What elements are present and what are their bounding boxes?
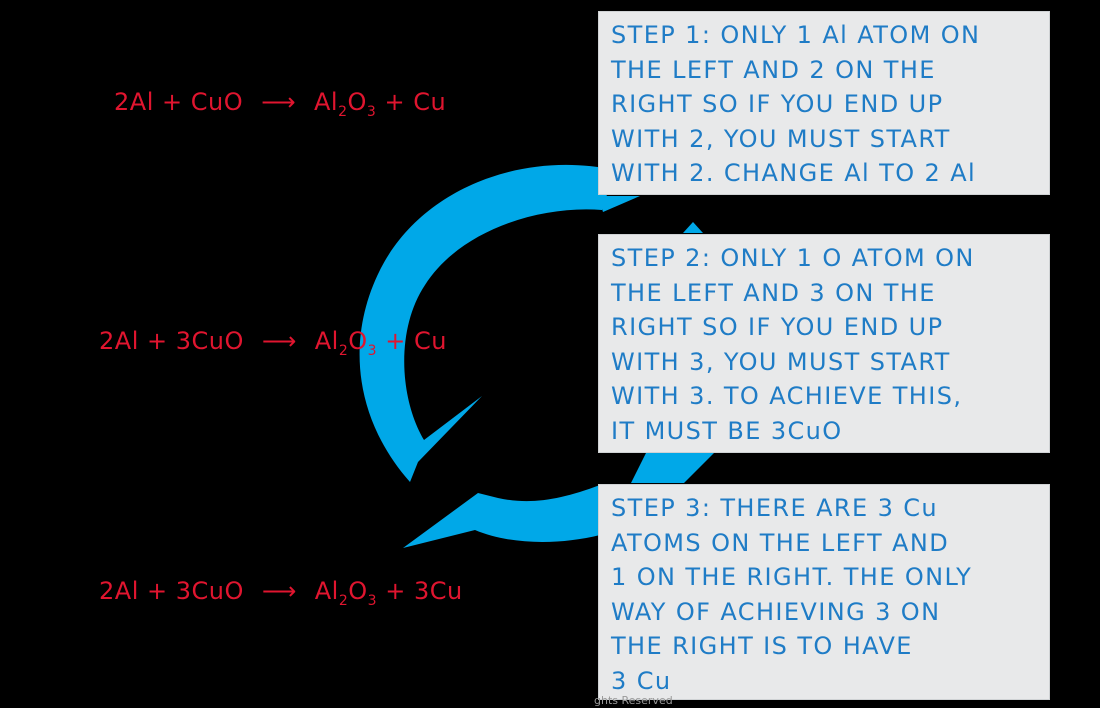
step-2-line: WITH 3. TO ACHIEVE THIS,	[611, 382, 963, 410]
step-3-line: THE RIGHT IS TO HAVE	[611, 632, 913, 660]
step-2-box: STEP 2: ONLY 1 O ATOM ON THE LEFT AND 3 …	[598, 234, 1050, 453]
equation-1: 2Al + CuO⟶Al2O3 + Cu	[114, 88, 447, 120]
equation-1-products-rest: + Cu	[376, 88, 447, 116]
reaction-arrow-icon: ⟶	[261, 577, 297, 605]
step-1-line: STEP 1: ONLY 1 Al ATOM ON	[611, 21, 981, 49]
step-2-line: WITH 3, YOU MUST START	[611, 347, 951, 376]
equation-3: 2Al + 3CuO⟶Al2O3 + 3Cu	[99, 577, 463, 609]
step-2-line: RIGHT SO IF YOU END UP	[611, 313, 944, 341]
arrowhead-up-icon	[598, 196, 640, 212]
bottom-swoosh-icon	[403, 485, 600, 548]
copyright-watermark: ghts Reserved	[594, 694, 673, 707]
arrowhead-step2-icon	[683, 222, 703, 233]
step-2-line: THE LEFT AND 3 ON THE	[611, 278, 936, 307]
equation-3-products-rest: + 3Cu	[377, 577, 463, 605]
step-3-line: 3 Cu	[611, 666, 672, 695]
step-1-line: WITH 2. CHANGE Al TO 2 Al	[611, 159, 977, 187]
step-1-line: WITH 2, YOU MUST START	[611, 124, 951, 153]
lower-arc-icon	[631, 453, 714, 483]
step-1-line: RIGHT SO IF YOU END UP	[611, 90, 944, 118]
equation-2-products-rest: + Cu	[377, 327, 447, 355]
step-3-box: STEP 3: THERE ARE 3 Cu ATOMS ON THE LEFT…	[598, 484, 1050, 700]
reaction-arrow-icon: ⟶	[261, 88, 296, 116]
equation-3-reactants: 2Al + 3CuO	[99, 577, 244, 605]
equation-1-reactants: 2Al + CuO	[114, 88, 244, 116]
step-1-line: THE LEFT AND 2 ON THE	[611, 55, 936, 84]
reaction-arrow-icon: ⟶	[261, 327, 297, 355]
step-3-line: STEP 3: THERE ARE 3 Cu	[611, 494, 939, 522]
step-3-line: 1 ON THE RIGHT. THE ONLY	[611, 563, 973, 591]
step-1-box: STEP 1: ONLY 1 Al ATOM ON THE LEFT AND 2…	[598, 11, 1050, 195]
step-2-line: IT MUST BE 3CuO	[611, 416, 843, 445]
cycle-arc-icon	[359, 164, 615, 482]
step-3-line: ATOMS ON THE LEFT AND	[611, 528, 950, 557]
equation-2-reactants: 2Al + 3CuO	[99, 327, 244, 355]
step-3-line: WAY OF ACHIEVING 3 ON	[611, 597, 941, 626]
equation-2: 2Al + 3CuO⟶Al2O3 + Cu	[99, 327, 447, 359]
step-2-line: STEP 2: ONLY 1 O ATOM ON	[611, 244, 975, 272]
